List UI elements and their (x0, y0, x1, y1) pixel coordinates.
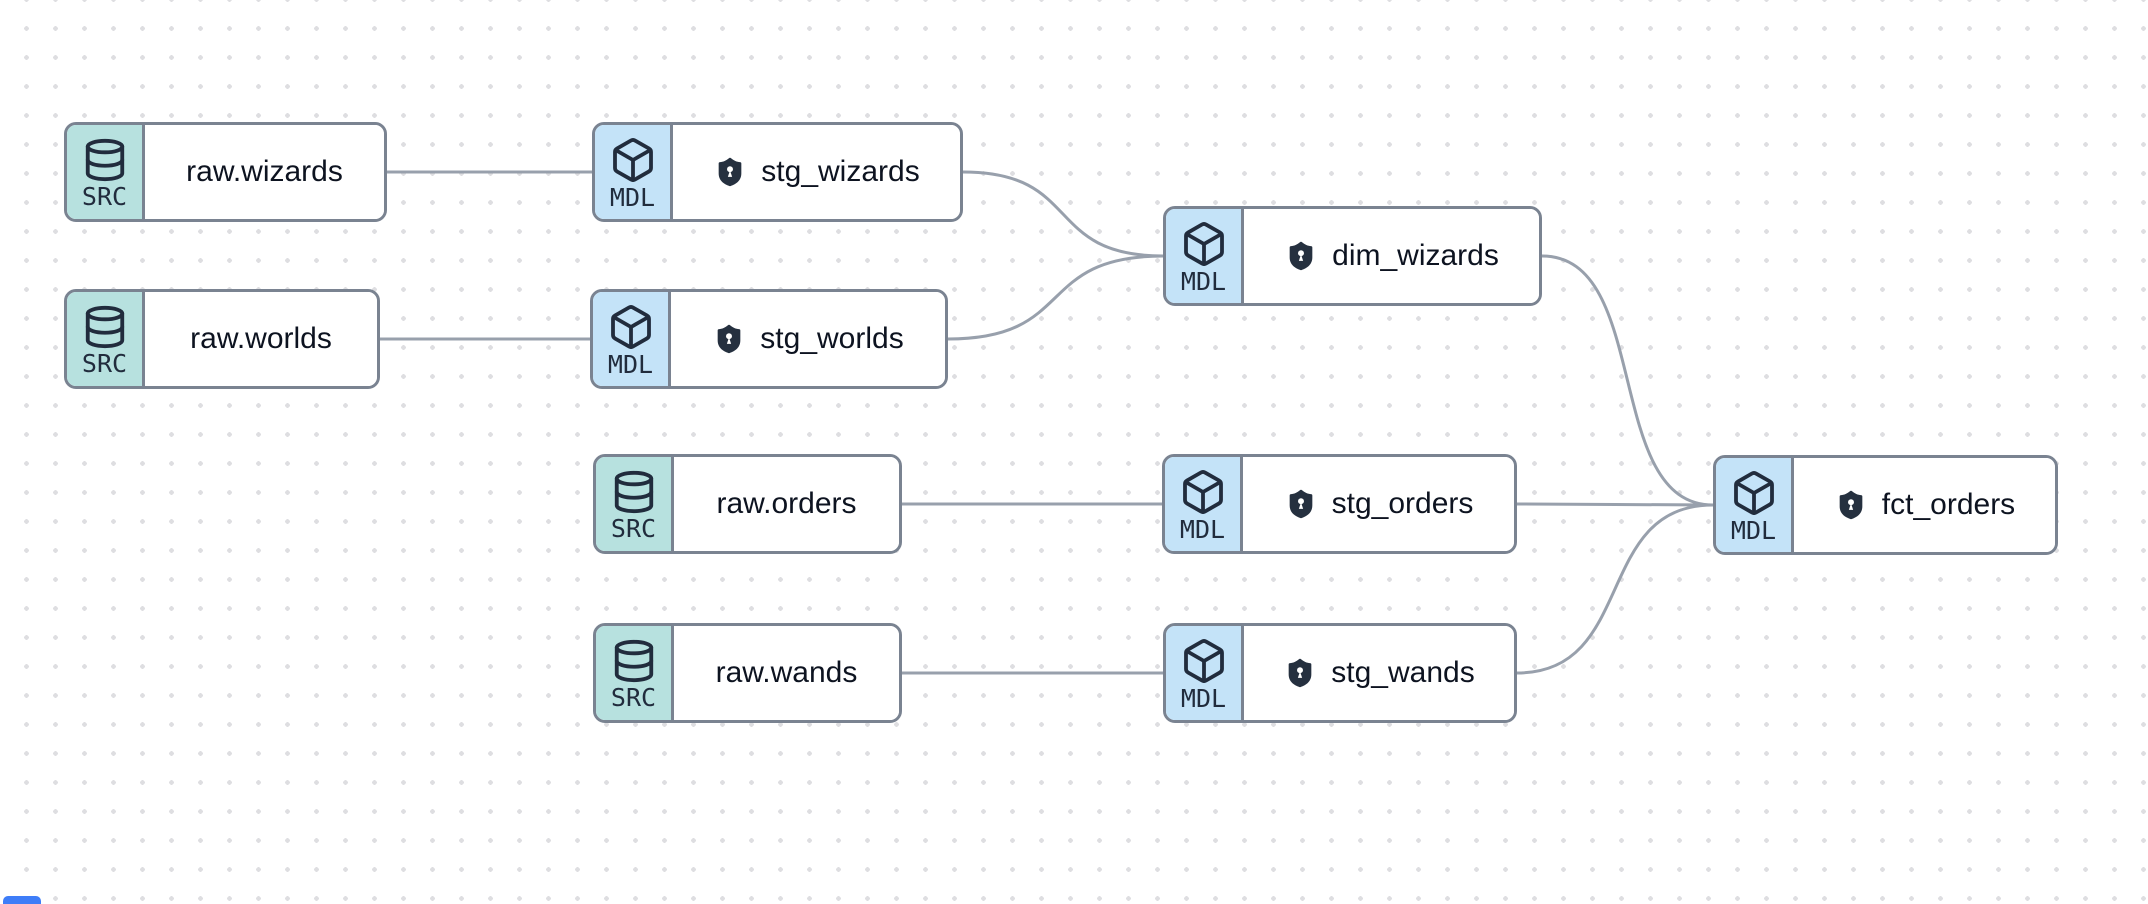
node-body: raw.wizards (145, 125, 384, 219)
edge-dim-wizards-fct-orders (1540, 254, 1715, 507)
node-body: raw.orders (674, 457, 899, 551)
node-label: stg_orders (1331, 487, 1474, 520)
node-type-badge: MDL (1166, 626, 1244, 720)
lineage-node-stg-wizards[interactable]: MDL stg_wizards (592, 122, 963, 222)
shield-lock-icon (1288, 658, 1312, 688)
node-body: raw.worlds (145, 292, 377, 386)
clipped-control-artifact (3, 896, 41, 904)
badge-label: MDL (607, 350, 654, 379)
lineage-node-fct-orders[interactable]: MDL fct_orders (1713, 455, 2058, 555)
node-type-badge: SRC (67, 292, 145, 386)
badge-label: SRC (610, 683, 657, 712)
shield-lock-icon (1289, 241, 1313, 271)
node-label: raw.orders (716, 487, 857, 520)
badge-label: MDL (609, 183, 656, 212)
lineage-node-raw-wands[interactable]: SRC raw.wands (593, 623, 902, 723)
lineage-node-dim-wizards[interactable]: MDL dim_wizards (1163, 206, 1542, 306)
cube-icon (1733, 471, 1774, 515)
node-label: stg_worlds (760, 322, 904, 355)
node-body: stg_wizards (673, 125, 960, 219)
lineage-node-stg-wands[interactable]: MDL stg_wands (1163, 623, 1517, 723)
database-icon (85, 138, 124, 182)
node-body: stg_orders (1243, 457, 1514, 551)
shield-lock-icon (718, 157, 742, 187)
lineage-node-raw-orders[interactable]: SRC raw.orders (593, 454, 902, 554)
lineage-node-raw-worlds[interactable]: SRC raw.worlds (64, 289, 380, 389)
node-body: raw.wands (674, 626, 899, 720)
node-type-badge: MDL (1716, 458, 1794, 552)
node-body: stg_wands (1244, 626, 1514, 720)
database-icon (614, 470, 653, 514)
database-icon (85, 305, 124, 349)
node-body: fct_orders (1794, 458, 2055, 552)
edge-stg-wands-fct-orders (1515, 503, 1715, 675)
cube-icon (612, 138, 653, 182)
node-type-badge: MDL (595, 125, 673, 219)
badge-label: SRC (81, 182, 128, 211)
node-label: raw.worlds (190, 322, 332, 355)
edge-stg-orders-fct-orders (1515, 502, 1715, 507)
badge-label: MDL (1730, 516, 1777, 545)
cube-icon (610, 305, 651, 349)
node-type-badge: SRC (596, 457, 674, 551)
badge-label: MDL (1180, 267, 1227, 296)
shield-lock-icon (717, 324, 741, 354)
node-body: stg_worlds (671, 292, 945, 386)
edge-stg-worlds-dim-wizards (946, 254, 1165, 341)
node-type-badge: MDL (1166, 209, 1244, 303)
cube-icon (1182, 470, 1223, 514)
node-label: stg_wizards (761, 155, 920, 188)
node-label: stg_wands (1331, 656, 1475, 689)
node-label: raw.wands (715, 656, 858, 689)
lineage-node-stg-worlds[interactable]: MDL stg_worlds (590, 289, 948, 389)
shield-lock-icon (1839, 490, 1863, 520)
cube-icon (1183, 222, 1224, 266)
node-type-badge: SRC (67, 125, 145, 219)
node-type-badge: MDL (593, 292, 671, 386)
node-label: raw.wizards (186, 155, 343, 188)
lineage-node-raw-wizards[interactable]: SRC raw.wizards (64, 122, 387, 222)
badge-label: SRC (610, 514, 657, 543)
shield-lock-icon (1289, 489, 1312, 519)
node-type-badge: MDL (1165, 457, 1243, 551)
node-label: fct_orders (1881, 488, 2016, 521)
edge-stg-wizards-dim-wizards (961, 170, 1165, 258)
badge-label: MDL (1179, 515, 1226, 544)
database-icon (614, 639, 653, 683)
node-body: dim_wizards (1244, 209, 1539, 303)
badge-label: SRC (81, 349, 128, 378)
badge-label: MDL (1180, 684, 1227, 713)
node-label: dim_wizards (1332, 239, 1499, 272)
lineage-node-stg-orders[interactable]: MDL stg_orders (1162, 454, 1517, 554)
node-type-badge: SRC (596, 626, 674, 720)
cube-icon (1183, 639, 1224, 683)
